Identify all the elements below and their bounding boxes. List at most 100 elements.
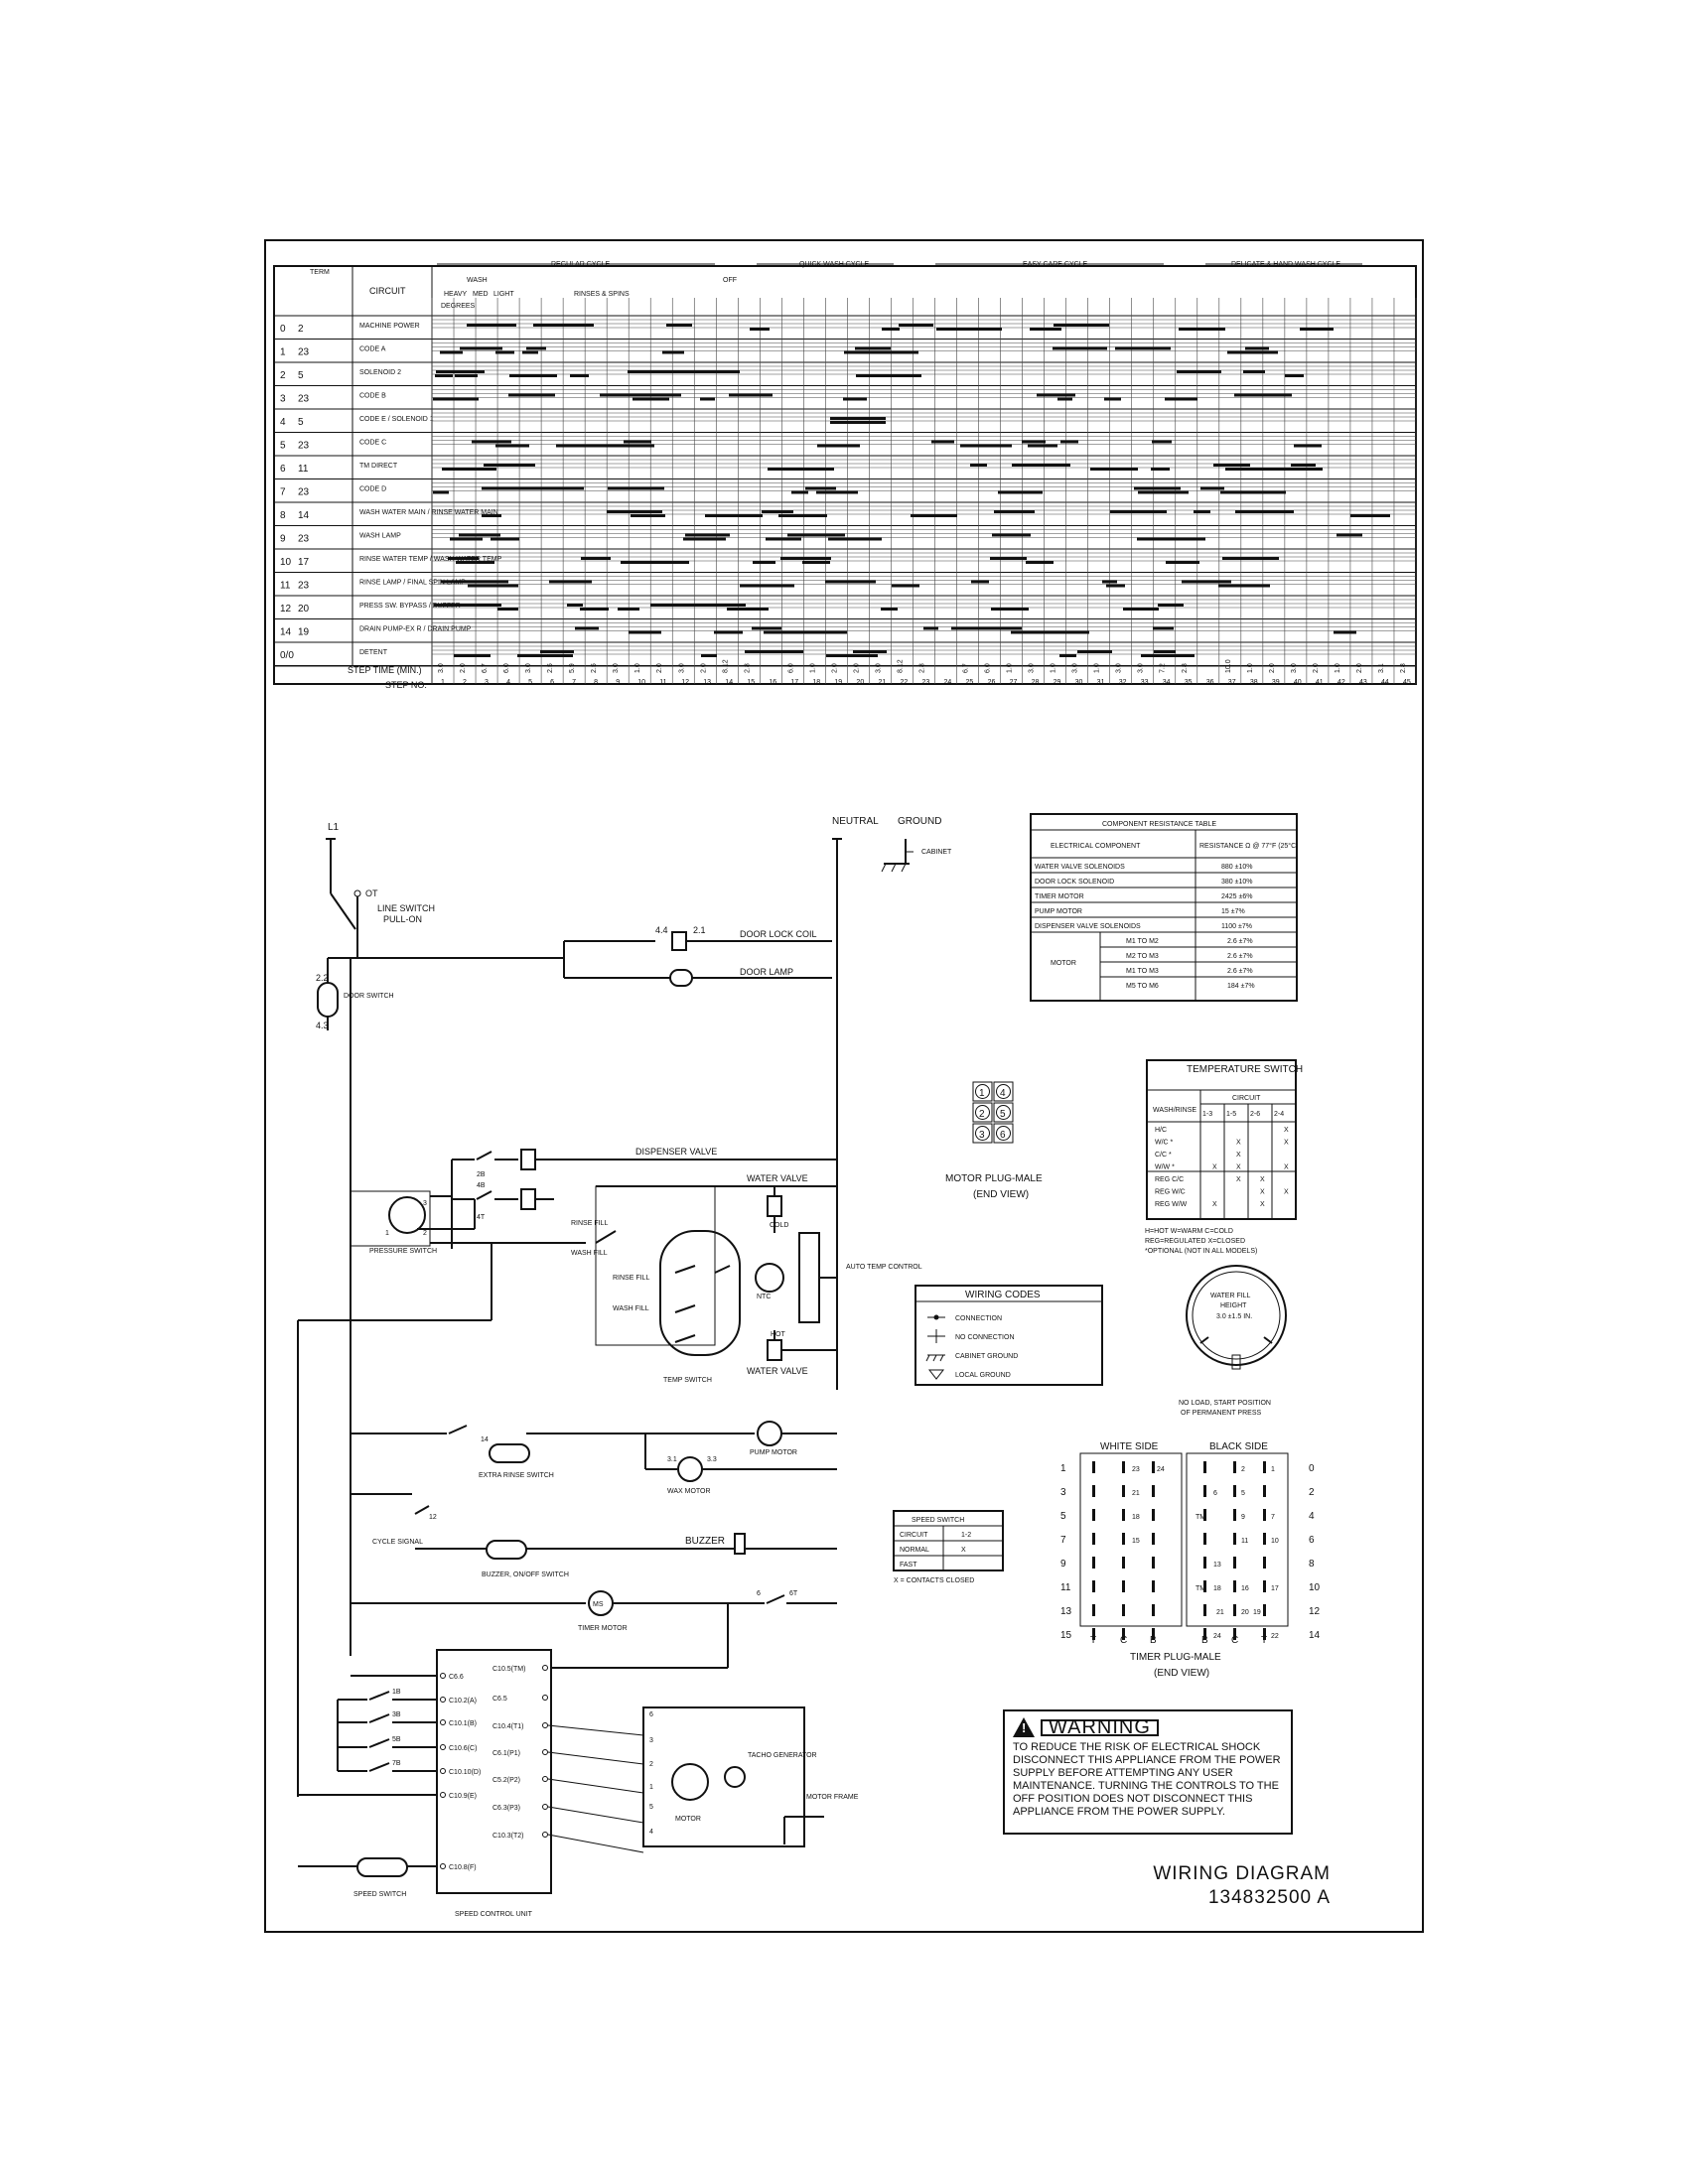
scu-pin: [542, 1665, 548, 1671]
extra-rinse-switch-label: EXTRA RINSE SWITCH: [479, 1472, 554, 1479]
step-time: 2.0: [1269, 663, 1276, 673]
step-number: 5: [528, 679, 532, 686]
timer-plug-blade: [1152, 1557, 1155, 1569]
water-fill-caption2: OF PERMANENT PRESS: [1181, 1410, 1261, 1417]
timer-bar: [805, 486, 836, 490]
step-number: 22: [900, 679, 908, 686]
timer-bar: [1141, 654, 1195, 657]
step-number: 31: [1097, 679, 1105, 686]
motor-resistance-value: 184 ±7%: [1227, 983, 1255, 990]
ground-label: GROUND: [898, 816, 941, 827]
timer-plug-blade: [1203, 1485, 1206, 1497]
speed-table-title: SPEED SWITCH: [912, 1517, 964, 1524]
row-number: 11: [280, 581, 291, 592]
step-number: 20: [856, 679, 864, 686]
timer-bar: [994, 510, 1035, 513]
timer-plug-blade: [1152, 1604, 1155, 1616]
ntc-label: NTC: [757, 1294, 771, 1300]
step-number: 39: [1272, 679, 1280, 686]
step-number: 15: [747, 679, 755, 686]
cycle-label-delicate: DELICATE & HAND WASH CYCLE: [1231, 261, 1340, 268]
med-label: MED: [473, 291, 489, 298]
row-term: 11: [298, 464, 309, 475]
timer-bar: [1165, 397, 1197, 401]
timer-bar: [580, 608, 609, 611]
t43-label: 4.3: [316, 1021, 329, 1030]
timer-bar: [911, 514, 957, 517]
step-number: 16: [769, 679, 776, 686]
step-time: 3.0: [1116, 663, 1123, 673]
tm-terminal: TM: [1196, 1514, 1205, 1521]
step-number: 45: [1403, 679, 1411, 686]
timer-bar: [998, 490, 1043, 494]
scu-pin: [542, 1804, 548, 1810]
timer-bar: [992, 533, 1031, 537]
step-number: 12: [681, 679, 689, 686]
step-number: 1: [441, 679, 445, 686]
motor-plug-pin-number: 6: [1000, 1130, 1006, 1141]
motor-plug-pin: [993, 1123, 1014, 1144]
term-header: TERM: [310, 269, 330, 276]
row-term: 5: [298, 370, 304, 381]
timer-plug-left-number: 9: [1060, 1559, 1066, 1570]
timer-plug-blade: [1122, 1533, 1125, 1545]
timer-bar: [701, 654, 717, 657]
timer-plug-left-number: 15: [1060, 1630, 1072, 1641]
temp-note: REG=REGULATED X=CLOSED: [1145, 1238, 1245, 1245]
t22-label: 2.2: [316, 973, 329, 983]
step-number: 30: [1075, 679, 1083, 686]
warning-text: TO REDUCE THE RISK OF ELECTRICAL SHOCK D…: [1013, 1741, 1281, 1818]
scu-right-pin-label: C10.3(T2): [492, 1833, 524, 1840]
scu-right-pin-label: C6.1(P1): [492, 1750, 520, 1757]
timer-plug-bottom-right: T: [1261, 1635, 1267, 1646]
row-circuit: MACHINE POWER: [359, 323, 420, 330]
white-side-label: WHITE SIDE: [1100, 1441, 1159, 1452]
timer-bar: [1077, 650, 1112, 653]
step-number: 21: [878, 679, 886, 686]
timer-bar: [1026, 561, 1054, 564]
temp-row-label: REG W/W: [1155, 1201, 1188, 1208]
motor-plug-pin-number: 4: [1000, 1088, 1006, 1099]
timer-plug-blade: [1152, 1509, 1155, 1521]
warning-box: WARNING TO REDUCE THE RISK OF ELECTRICAL…: [1003, 1709, 1293, 1835]
motor-plug-sub: (END VIEW): [973, 1189, 1029, 1200]
timer-bar: [1291, 464, 1316, 467]
off-label: OFF: [723, 277, 737, 284]
timer-plug-blade: [1263, 1461, 1266, 1473]
temp-row-mark: X: [1284, 1189, 1289, 1196]
step-number: 32: [1119, 679, 1127, 686]
timer-bar: [740, 584, 794, 588]
row-number: 4: [280, 417, 286, 428]
step-number: 34: [1163, 679, 1171, 686]
scu-pin: [542, 1776, 548, 1782]
timer-plug-blade: [1092, 1557, 1095, 1569]
step-number: 33: [1141, 679, 1149, 686]
timer-bar: [1272, 468, 1323, 471]
motor-resistance-value: 2.6 ±7%: [1227, 953, 1253, 960]
timer-bar: [1104, 397, 1121, 401]
timer-bar: [764, 630, 797, 634]
timer-bar: [990, 557, 1027, 560]
step-time: 1.0: [1051, 663, 1057, 673]
timer-bar: [495, 350, 514, 354]
temp-row-mark: X: [1284, 1140, 1289, 1147]
motor-plug-pin-number: 3: [979, 1130, 985, 1141]
scu-pin: [542, 1695, 548, 1701]
temp-switch-label: TEMP SWITCH: [663, 1377, 712, 1384]
row-circuit: DETENT: [359, 649, 388, 656]
step-time: 3.0: [438, 663, 445, 673]
step-time: 2.0: [656, 663, 663, 673]
timer-bar: [844, 350, 869, 354]
timer-bar: [1285, 374, 1304, 377]
step-time: 3.0: [1138, 663, 1145, 673]
step-time: 1.0: [1247, 663, 1254, 673]
speed-switch-label: SPEED SWITCH: [353, 1891, 406, 1898]
step-number: 8: [594, 679, 598, 686]
timer-bar: [433, 397, 479, 401]
resistance-value: 2425 ±6%: [1221, 893, 1252, 900]
row-circuit: CODE E / SOLENOID 1: [359, 416, 434, 423]
timer-bar: [633, 397, 669, 401]
motor-frame-label: MOTOR FRAME: [806, 1794, 859, 1801]
row-term: 20: [298, 604, 310, 614]
